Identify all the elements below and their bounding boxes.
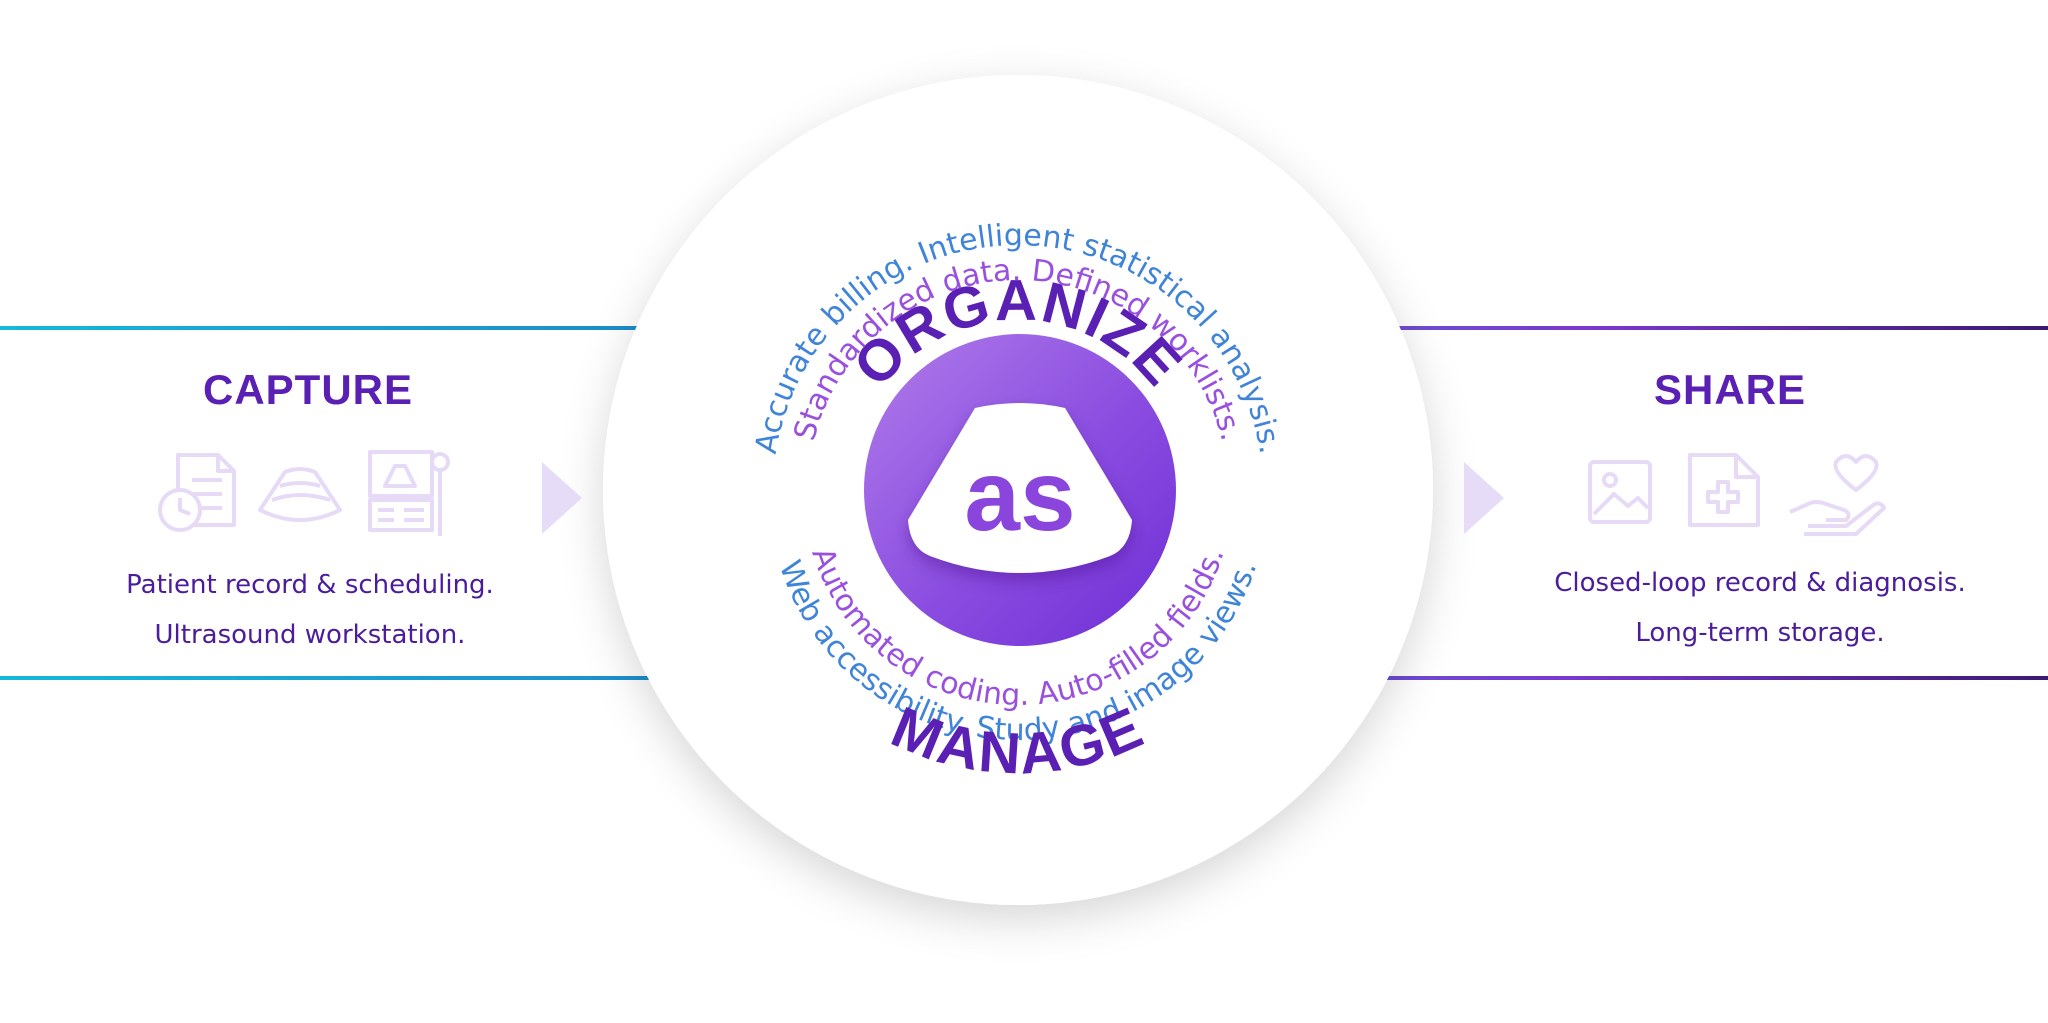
share-line-1: Closed-loop record & diagnosis.: [1554, 568, 1966, 598]
share-arrow-icon: [1464, 462, 1504, 534]
share-description: Closed-loop record & diagnosis. Long-ter…: [1510, 558, 2010, 658]
capture-line-2: Ultrasound workstation.: [154, 620, 466, 650]
logo-text: as: [964, 440, 1075, 552]
share-title: SHARE: [1653, 366, 1807, 413]
ultrasound-machine-icon: [368, 450, 450, 536]
medical-file-icon: [1688, 453, 1760, 527]
capture-line-1: Patient record & scheduling.: [126, 570, 494, 600]
capture-title: CAPTURE: [202, 366, 413, 413]
ultrasound-fan-icon: [908, 403, 1132, 573]
capture-arrow-icon: [542, 462, 582, 534]
document-clock-icon: [158, 453, 236, 532]
share-line-2: Long-term storage.: [1635, 618, 1885, 648]
capture-description: Patient record & scheduling. Ultrasound …: [60, 560, 560, 660]
ultrasound-scan-icon: [258, 467, 342, 522]
logo: as: [864, 334, 1176, 646]
image-icon: [1588, 460, 1652, 524]
heart-hand-icon: [1789, 454, 1886, 536]
